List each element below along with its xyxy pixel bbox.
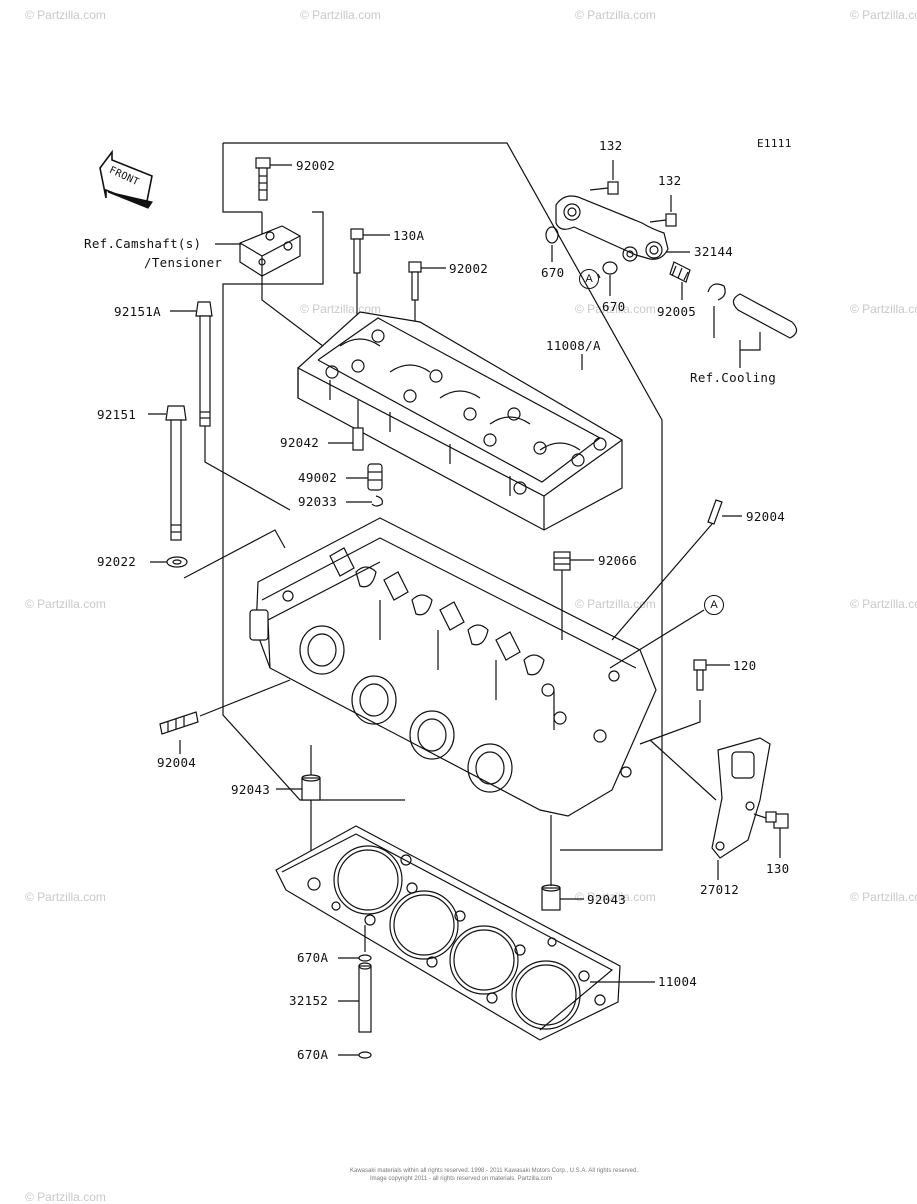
marker-a-top: A bbox=[579, 269, 599, 289]
label-ref-tensioner: /Tensioner bbox=[144, 255, 223, 270]
pin-92042 bbox=[328, 400, 364, 451]
watermark: © Partzilla.com bbox=[575, 890, 656, 904]
bolt-92151A bbox=[170, 301, 291, 511]
label-132-b: 132 bbox=[658, 173, 682, 188]
label-670-a: 670 bbox=[541, 265, 565, 280]
bolt-92151 bbox=[148, 405, 187, 541]
label-ref-camshaft: Ref.Camshaft(s) bbox=[84, 236, 202, 251]
copyright-line-1: Kawasaki materials within all rights res… bbox=[350, 1168, 639, 1174]
plug-92066 bbox=[553, 551, 594, 640]
copyright-line-2: Image copyright 2011 - all rights reserv… bbox=[370, 1176, 552, 1182]
bracket-27012 bbox=[649, 737, 771, 880]
watermark: © Partzilla.com bbox=[850, 890, 917, 904]
label-120: 120 bbox=[733, 658, 757, 673]
fitting-92005 bbox=[669, 261, 691, 300]
watermark: © Partzilla.com bbox=[575, 302, 656, 316]
bolt-120 bbox=[639, 659, 730, 745]
label-11008A: 11008/A bbox=[546, 338, 601, 353]
bolt-130 bbox=[753, 811, 789, 858]
watermark: © Partzilla.com bbox=[300, 8, 381, 22]
tensioner-block bbox=[215, 225, 301, 277]
label-670-b: 670 bbox=[602, 299, 626, 314]
dowel-92043-left bbox=[276, 745, 321, 880]
watermark: © Partzilla.com bbox=[25, 890, 106, 904]
pipe-32152 bbox=[338, 925, 372, 1059]
label-130A: 130A bbox=[393, 228, 425, 243]
stud-92004-left bbox=[159, 679, 291, 754]
label-130: 130 bbox=[766, 861, 790, 876]
label-92004-right: 92004 bbox=[746, 509, 786, 524]
label-670A-bottom: 670A bbox=[297, 1047, 329, 1062]
watermark: © Partzilla.com bbox=[25, 8, 106, 22]
bolt-92002-mid bbox=[408, 261, 446, 330]
label-92022: 92022 bbox=[97, 554, 137, 569]
front-arrow-icon bbox=[99, 149, 153, 209]
part-49002 bbox=[346, 463, 383, 507]
water-pipe-32144 bbox=[545, 160, 690, 296]
stud-92004-right bbox=[611, 499, 742, 641]
label-32152: 32152 bbox=[289, 993, 329, 1008]
watermark: © Partzilla.com bbox=[575, 597, 656, 611]
label-132-a: 132 bbox=[599, 138, 623, 153]
label-92004-left: 92004 bbox=[157, 755, 197, 770]
label-92043-right: 92043 bbox=[587, 892, 627, 907]
label-11004: 11004 bbox=[658, 974, 698, 989]
camshaft-holder bbox=[297, 311, 623, 531]
marker-a-right: A bbox=[704, 595, 724, 615]
label-92033: 92033 bbox=[298, 494, 338, 509]
label-27012: 27012 bbox=[700, 882, 740, 897]
watermark: © Partzilla.com bbox=[850, 597, 917, 611]
watermark: © Partzilla.com bbox=[850, 8, 917, 22]
hose-clamp bbox=[707, 283, 798, 368]
diagram-code: E1111 bbox=[757, 137, 792, 150]
label-670A-top: 670A bbox=[297, 950, 329, 965]
washer-92022 bbox=[150, 529, 286, 579]
label-92043-left: 92043 bbox=[231, 782, 271, 797]
dowel-92043-right bbox=[541, 815, 584, 911]
label-92002-mid: 92002 bbox=[449, 261, 489, 276]
cylinder-head bbox=[249, 517, 657, 817]
label-32144: 32144 bbox=[694, 244, 734, 259]
watermark: © Partzilla.com bbox=[850, 302, 917, 316]
label-92151A: 92151A bbox=[114, 304, 161, 319]
label-49002: 49002 bbox=[298, 470, 338, 485]
label-ref-cooling: Ref.Cooling bbox=[690, 370, 777, 385]
watermark: © Partzilla.com bbox=[25, 597, 106, 611]
label-92005: 92005 bbox=[657, 304, 697, 319]
label-92151: 92151 bbox=[97, 407, 137, 422]
watermark: © Partzilla.com bbox=[575, 8, 656, 22]
label-92042: 92042 bbox=[280, 435, 320, 450]
head-gasket-11004 bbox=[275, 825, 655, 1041]
bolt-92002-top bbox=[255, 157, 292, 201]
label-92066: 92066 bbox=[598, 553, 638, 568]
label-92002-top: 92002 bbox=[296, 158, 336, 173]
